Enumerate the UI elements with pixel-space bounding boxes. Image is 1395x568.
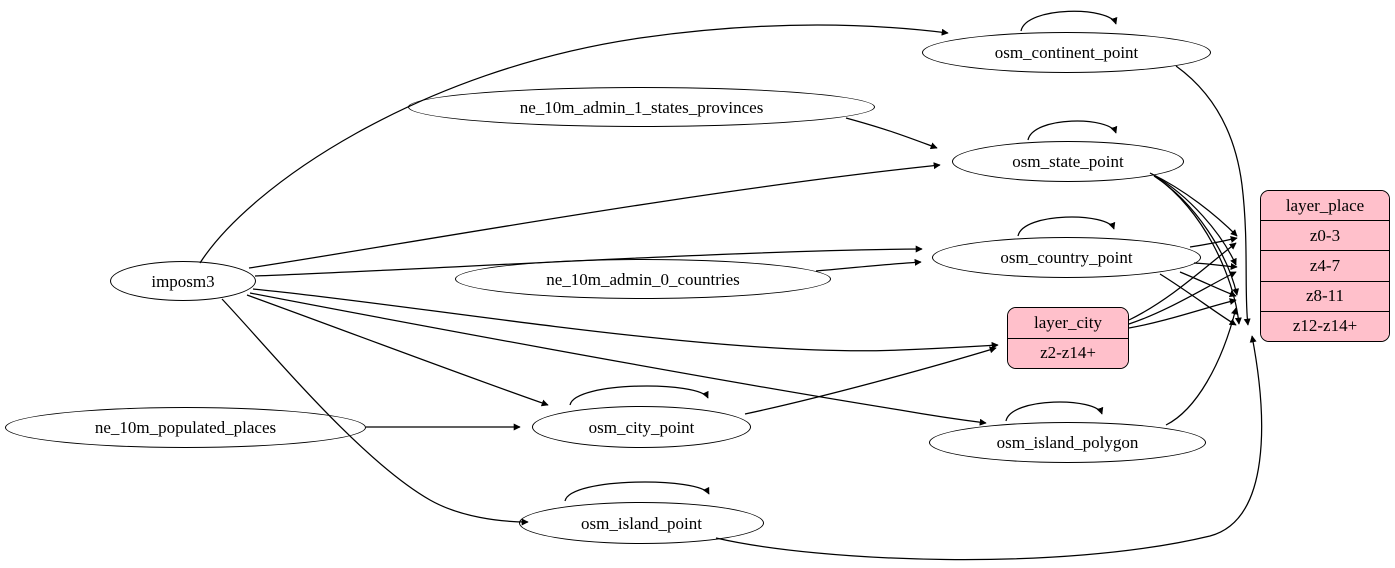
- layer_city-header: layer_city: [1008, 308, 1128, 339]
- layer_place-row-z12-z14plus[interactable]: z12-z14+: [1261, 311, 1389, 341]
- edge-osm_city_point-to-layer_city: [744, 346, 997, 415]
- edge-layer_city-to-layer_place-z4: [1128, 271, 1237, 325]
- edge-osm_country_point-to-layer_place-z12: [1159, 273, 1237, 326]
- edge-osm_island_point-to-layer_place-z12: [715, 335, 1263, 561]
- edge-imposm3-to-osm_city_point: [246, 294, 549, 407]
- node-ne_10m_admin_0_countries[interactable]: ne_10m_admin_0_countries: [455, 259, 831, 299]
- node-osm_country_point[interactable]: osm_country_point: [932, 237, 1201, 278]
- edge-imposm3-to-layer_city: [252, 288, 999, 352]
- node-ne_10m_populated_places[interactable]: ne_10m_populated_places: [5, 407, 366, 448]
- edge-osm_city_point-self-loop: [569, 385, 709, 406]
- edge-osm_country_point-to-layer_place-z0: [1189, 236, 1238, 248]
- edge-layer_city-to-layer_place-z0: [1128, 242, 1237, 321]
- node-osm_continent_point[interactable]: osm_continent_point: [922, 32, 1211, 73]
- node-osm_island_polygon[interactable]: osm_island_polygon: [929, 422, 1206, 463]
- node-label: ne_10m_populated_places: [94, 418, 277, 437]
- node-label: osm_city_point: [588, 417, 695, 437]
- edge-osm_country_point-to-layer_place-z4: [1193, 262, 1238, 271]
- layer_city-row-z2-z14plus[interactable]: z2-z14+: [1008, 338, 1128, 368]
- edge-imposm3-to-osm_continent_point: [199, 24, 949, 264]
- edge-osm_continent_point-to-layer_place-z12: [1175, 65, 1251, 326]
- node-osm_city_point[interactable]: osm_city_point: [532, 406, 751, 448]
- edge-osm_island_polygon-to-layer_place-z8: [1165, 307, 1238, 426]
- edge-osm_island_polygon-self-loop: [1005, 401, 1104, 422]
- node-ne_10m_admin_1_states_provinces[interactable]: ne_10m_admin_1_states_provinces: [408, 87, 875, 127]
- edge-imposm3-to-osm_island_polygon: [249, 292, 987, 426]
- node-label: osm_country_point: [1000, 248, 1133, 267]
- node-label: ne_10m_admin_0_countries: [546, 269, 740, 289]
- layer_place-row-z0-3[interactable]: z0-3: [1261, 221, 1389, 252]
- edge-osm_state_point-self-loop: [1027, 120, 1118, 141]
- node-imposm3[interactable]: imposm3: [110, 261, 256, 301]
- edge-osm_state_point-to-layer_place-z12: [1155, 176, 1242, 325]
- edge-osm_state_point-to-layer_place-z0: [1149, 172, 1238, 237]
- layer_place-row-z4-7[interactable]: z4-7: [1261, 251, 1389, 282]
- node-label: osm_state_point: [1012, 152, 1124, 171]
- edge-ne_10m_admin_0_countries-to-osm_country_point: [815, 258, 922, 272]
- edge-imposm3-to-osm_state_point: [248, 162, 941, 269]
- node-label: osm_island_point: [581, 513, 702, 533]
- node-osm_island_point[interactable]: osm_island_point: [519, 502, 764, 544]
- node-label: osm_continent_point: [994, 43, 1139, 62]
- node-layer_city[interactable]: layer_city z2-z14+: [1007, 307, 1129, 369]
- edge-osm_island_point-self-loop: [564, 481, 710, 502]
- node-layer_place[interactable]: layer_place z0-3 z4-7 z8-11 z12-z14+: [1260, 190, 1390, 342]
- layer_place-header: layer_place: [1261, 191, 1389, 222]
- edge-osm_country_point-self-loop: [1017, 216, 1116, 237]
- node-osm_state_point[interactable]: osm_state_point: [952, 141, 1184, 182]
- node-label: imposm3: [151, 271, 215, 291]
- edge-layer_city-to-layer_place-z8: [1128, 298, 1237, 329]
- edge-ne_10m_admin_1_states_provinces-to-osm_state_point: [845, 117, 938, 150]
- edge-imposm3-to-osm_island_point: [221, 298, 529, 526]
- node-label: osm_island_polygon: [996, 433, 1139, 452]
- node-label: ne_10m_admin_1_states_provinces: [519, 97, 764, 117]
- edge-osm_state_point-to-layer_place-z8: [1153, 175, 1240, 296]
- edge-osm_continent_point-self-loop: [1020, 10, 1118, 32]
- edge-osm_state_point-to-layer_place-z4: [1151, 173, 1237, 266]
- layer_place-row-z8-11[interactable]: z8-11: [1261, 281, 1389, 312]
